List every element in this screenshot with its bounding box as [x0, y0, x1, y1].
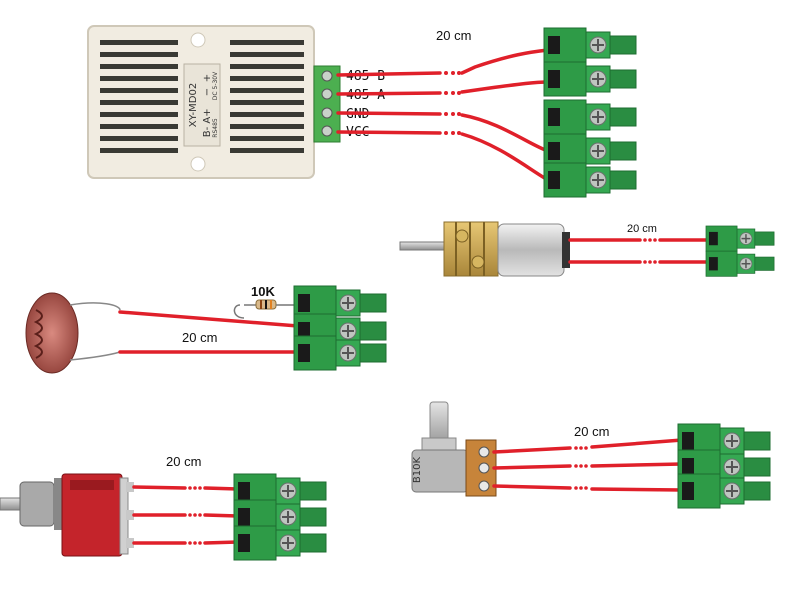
terminal-block-ldr: [293, 285, 387, 371]
terminal-block-motor: [705, 225, 775, 278]
terminal-block-3pos-top: [543, 99, 637, 198]
terminal-block-switch: [233, 473, 327, 561]
resistor-label: 10K: [251, 284, 275, 299]
ldr-wires: [118, 310, 300, 354]
sensor-wires: [336, 48, 550, 182]
switch-wires: [132, 485, 240, 545]
module-pin-minus: −: [202, 88, 213, 96]
sensor-module: XY-MD02 B- A+ − + RS485 DC 5-30V: [87, 25, 341, 179]
cable-length-pot: 20 cm: [574, 424, 609, 439]
module-rs485-text: RS485: [212, 118, 219, 138]
motor-wires: [568, 238, 710, 264]
pot-wires: [492, 438, 684, 492]
resistor: [233, 299, 300, 319]
potentiometer: B10K: [411, 401, 497, 497]
terminal-block-2pos-top: [543, 27, 637, 97]
pot-marking: B10K: [412, 456, 423, 483]
pin-label-485b: 485 B: [346, 69, 385, 84]
cable-length-ldr: 20 cm: [182, 330, 217, 345]
wire-break-dots: [444, 71, 461, 135]
vent-slots-right: [230, 40, 304, 153]
terminal-block-pot: [677, 423, 771, 509]
motor-wire-dots: [643, 238, 657, 264]
module-pin-a: A+: [202, 108, 213, 123]
dc-gear-motor: [399, 221, 570, 277]
cable-length-switch: 20 cm: [166, 454, 201, 469]
module-pin-plus: +: [202, 74, 213, 82]
switch-wire-dots: [188, 486, 202, 545]
sensor-model-label: XY-MD02: [188, 83, 199, 127]
toggle-switch: [0, 473, 134, 557]
pin-label-485a: 485 A: [346, 88, 385, 103]
cable-length-top: 20 cm: [436, 28, 471, 43]
vent-slots-left: [100, 40, 178, 153]
cable-length-motor: 20 cm: [627, 223, 657, 235]
module-pin-b: B-: [202, 126, 213, 137]
pot-wire-dots: [574, 446, 588, 490]
photoresistor: [25, 292, 121, 374]
module-voltage-text: DC 5-30V: [212, 71, 219, 100]
